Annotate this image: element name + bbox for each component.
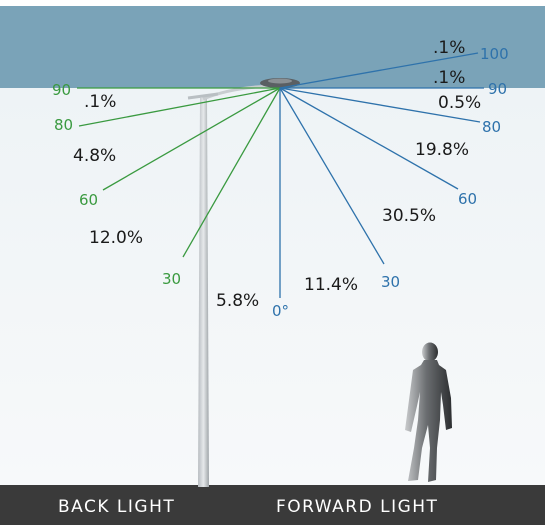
lamp-arm-stub xyxy=(187,92,219,100)
forward-light-label: FORWARD LIGHT xyxy=(276,497,439,517)
person-head xyxy=(422,342,438,362)
forward-ray-60 xyxy=(279,87,459,190)
back-ray-80 xyxy=(78,87,281,127)
forward-ray-80 xyxy=(279,87,481,123)
ground-band xyxy=(0,485,545,525)
percent-forward-above-100: .1% xyxy=(433,38,465,58)
back-ray-30 xyxy=(182,87,281,258)
illuminated-area xyxy=(0,88,545,485)
percent-back-80-90: 4.8% xyxy=(73,146,116,166)
percent-forward-80-90: 0.5% xyxy=(438,93,481,113)
person-body xyxy=(405,360,452,482)
forward-angle-label: 90 xyxy=(488,80,507,98)
percent-forward-90-100: .1% xyxy=(433,68,465,88)
back-angle-label: 80 xyxy=(54,116,73,134)
back-ray-60 xyxy=(102,87,281,191)
lamp-head-top xyxy=(268,78,292,84)
percent-back-0-30: 5.8% xyxy=(216,291,259,311)
forward-ray-30 xyxy=(279,87,385,265)
lamp-pole xyxy=(198,98,209,487)
back-angle-label: 30 xyxy=(162,270,181,288)
forward-angle-label: 0° xyxy=(272,302,289,320)
back-light-label: BACK LIGHT xyxy=(58,497,176,517)
forward-angle-label: 80 xyxy=(482,118,501,136)
standing-person-icon xyxy=(405,342,452,482)
percent-forward-0-30: 11.4% xyxy=(304,275,358,295)
forward-light-rays xyxy=(279,52,484,298)
forward-angle-label: 60 xyxy=(458,190,477,208)
forward-ray-100 xyxy=(279,52,479,89)
percent-back-60-80: 12.0% xyxy=(89,228,143,248)
street-lamp-icon xyxy=(187,78,300,487)
sky-band xyxy=(0,6,545,88)
back-light-rays xyxy=(77,87,281,258)
percent-forward-30-60: 30.5% xyxy=(382,206,436,226)
forward-angle-label: 100 xyxy=(480,45,509,63)
percent-forward-60-80: 19.8% xyxy=(415,140,469,160)
percent-back-90: .1% xyxy=(84,92,116,112)
back-angle-label: 90 xyxy=(52,81,71,99)
forward-angle-label: 30 xyxy=(381,273,400,291)
back-angle-label: 60 xyxy=(79,191,98,209)
